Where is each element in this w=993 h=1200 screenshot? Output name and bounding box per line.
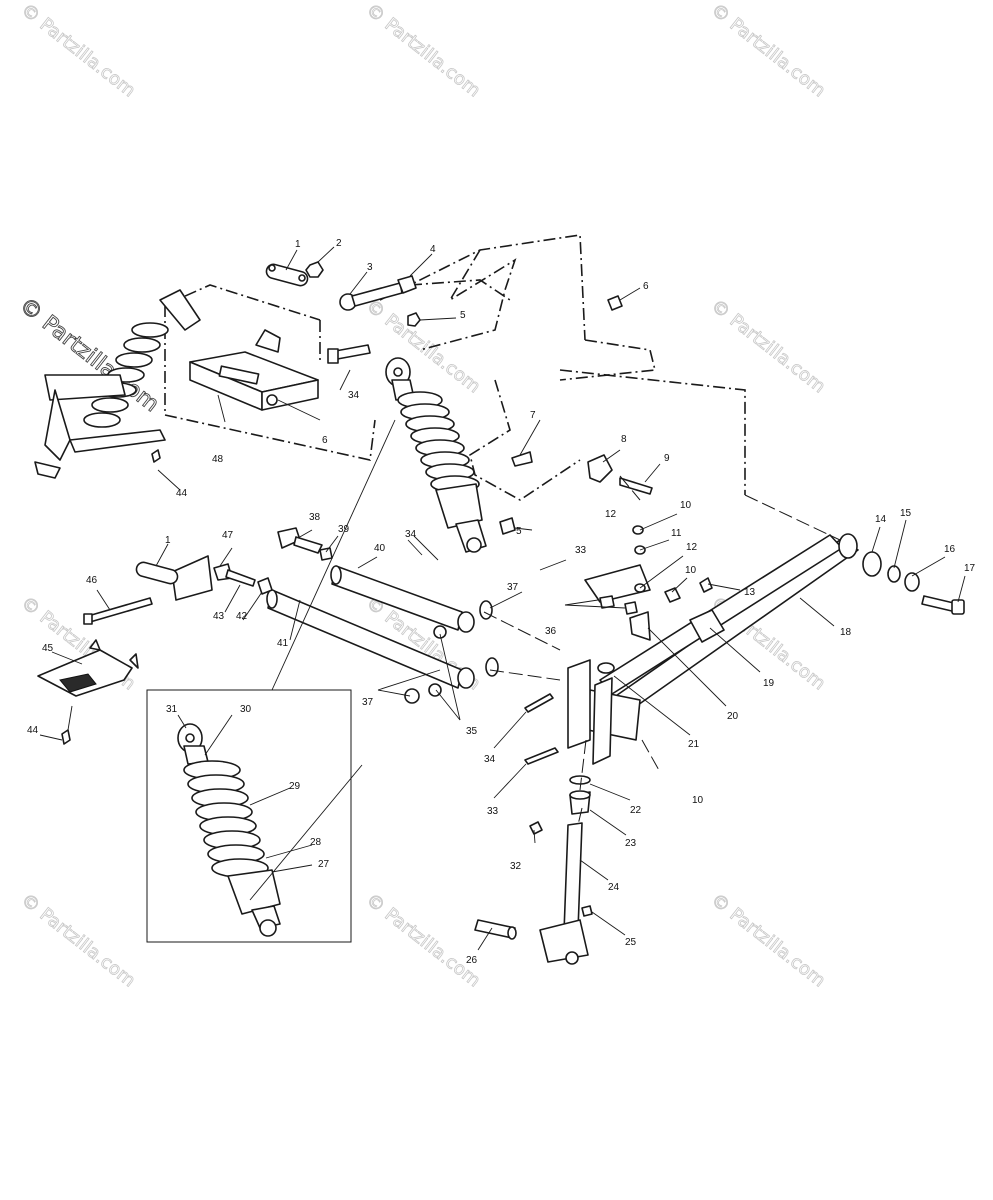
callout-label: 34 xyxy=(348,390,360,401)
callout-label: 2 xyxy=(336,238,342,249)
callout-label: 6 xyxy=(643,281,649,292)
skid-plate xyxy=(37,639,139,697)
watermark: © Partzilla.com xyxy=(707,295,829,397)
arm-end-hardware xyxy=(862,551,965,615)
callout-label: 1 xyxy=(295,239,301,250)
callout-label: 22 xyxy=(630,805,642,816)
mount-bracket xyxy=(189,329,319,411)
watermark: © Partzilla.com xyxy=(362,295,484,397)
callout-label: 21 xyxy=(688,739,700,750)
left-hardware xyxy=(83,527,333,625)
callout-label: 31 xyxy=(166,704,178,715)
rear-shock-background xyxy=(34,289,201,479)
callout-label: 12 xyxy=(686,542,698,553)
callout-label: 37 xyxy=(507,582,519,593)
callout-label: 19 xyxy=(763,678,775,689)
dashed-connectors xyxy=(483,475,841,826)
callout-label: 34 xyxy=(484,754,496,765)
callout-label: 42 xyxy=(236,611,248,622)
callout-label: 26 xyxy=(466,955,478,966)
watermark: © Partzilla.com xyxy=(17,0,139,101)
callout-labels: 1 2 3 4 5 6 6 48 44 34 7 8 9 10 12 11 12… xyxy=(27,238,976,966)
watermark: © Partzilla.com xyxy=(17,889,139,991)
callout-label: 10 xyxy=(685,565,697,576)
callout-label: 29 xyxy=(289,781,301,792)
callout-label: 23 xyxy=(625,838,637,849)
callout-label: 47 xyxy=(222,530,234,541)
callout-label: 38 xyxy=(309,512,321,523)
front-shock xyxy=(385,357,487,553)
callout-label: 1 xyxy=(165,535,171,546)
callout-label: 33 xyxy=(575,545,587,556)
callout-label: 4 xyxy=(430,244,436,255)
callout-label: 48 xyxy=(212,454,224,465)
callout-label: 37 xyxy=(362,697,374,708)
top-hardware xyxy=(265,261,421,364)
callout-label: 30 xyxy=(240,704,252,715)
callout-label: 10 xyxy=(680,500,692,511)
callout-label: 3 xyxy=(367,262,373,273)
callout-label: 13 xyxy=(744,587,756,598)
callout-label: 20 xyxy=(727,711,739,722)
watermark: © Partzilla.com xyxy=(707,0,829,101)
watermark: © Partzilla.com xyxy=(707,889,829,991)
callout-label: 41 xyxy=(277,638,289,649)
torque-arms xyxy=(266,565,499,704)
callout-label: 7 xyxy=(530,410,536,421)
leader-lines xyxy=(39,246,966,951)
shock-detail-inset xyxy=(146,689,352,943)
callout-label: 36 xyxy=(545,626,557,637)
callout-label: 40 xyxy=(374,543,386,554)
callout-label: 46 xyxy=(86,575,98,586)
small-fittings xyxy=(61,449,161,745)
callout-label: 11 xyxy=(671,528,682,539)
callout-label: 9 xyxy=(664,453,670,464)
mid-hardware xyxy=(499,295,713,615)
callout-label: 44 xyxy=(176,488,188,499)
callout-label: 17 xyxy=(964,563,976,574)
watermark: © Partzilla.com xyxy=(362,0,484,101)
callout-label: 35 xyxy=(466,726,478,737)
spindle-assembly xyxy=(474,659,615,965)
callout-label: 5 xyxy=(516,526,522,537)
callout-label: 6 xyxy=(322,435,328,446)
callout-label: 34 xyxy=(405,529,417,540)
callout-label: 27 xyxy=(318,859,330,870)
watermarks: © Partzilla.com © Partzilla.com © Partzi… xyxy=(14,0,830,992)
callout-label: 15 xyxy=(900,508,912,519)
watermark: © Partzilla.com xyxy=(362,889,484,991)
trailing-arm xyxy=(587,533,859,741)
callout-label: 32 xyxy=(510,861,522,872)
callout-label: 43 xyxy=(213,611,225,622)
callout-label: 33 xyxy=(487,806,499,817)
callout-label: 16 xyxy=(944,544,956,555)
callout-label: 24 xyxy=(608,882,620,893)
callout-label: 18 xyxy=(840,627,852,638)
callout-label: 5 xyxy=(460,310,466,321)
callout-label: 25 xyxy=(625,937,637,948)
callout-label: 8 xyxy=(621,434,627,445)
callout-label: 28 xyxy=(310,837,322,848)
callout-label: 12 xyxy=(605,509,617,520)
callout-label: 10 xyxy=(692,795,704,806)
callout-label: 45 xyxy=(42,643,54,654)
callout-label: 14 xyxy=(875,514,887,525)
callout-label: 44 xyxy=(27,725,39,736)
callout-label: 39 xyxy=(338,524,350,535)
